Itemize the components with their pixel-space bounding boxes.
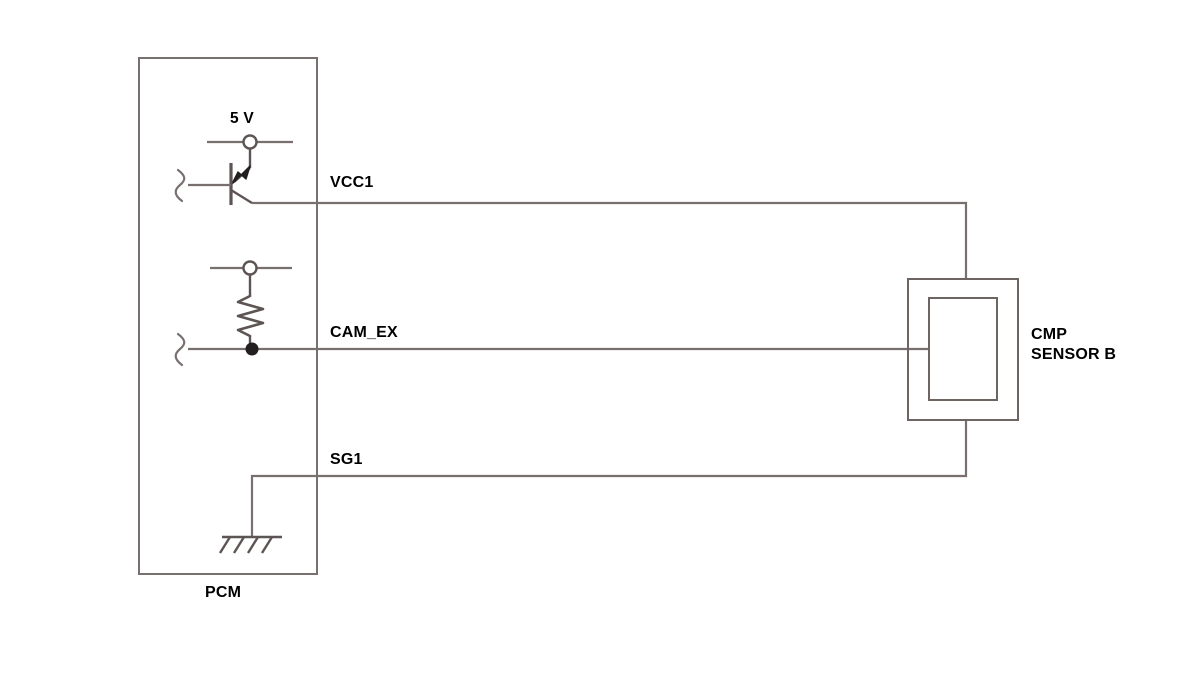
cmp-sensor-label: CMP SENSOR B: [1031, 325, 1116, 364]
net-label-vcc1: VCC1: [330, 174, 374, 191]
ground-hatch-2: [232, 536, 246, 554]
transistor-arrow-icon: [231, 165, 251, 185]
pcm-module-label: PCM: [205, 584, 242, 601]
transistor-collector-diagonal: [230, 188, 253, 205]
net-vcc1-wire: [252, 201, 968, 279]
pcm-module-box: [138, 57, 318, 575]
net-label-sg1: SG1: [330, 451, 363, 468]
cmp-sensor-inner-box: [928, 297, 998, 401]
cmp-sensor-label-line2: SENSOR B: [1031, 345, 1117, 363]
junction-dot-camex: [245, 342, 259, 356]
resistor-body-icon: [236, 294, 265, 338]
wire-break-base-icon: [174, 168, 186, 203]
ground-hatch-1: [218, 536, 232, 554]
net-label-cam-ex: CAM_EX: [330, 324, 398, 341]
ground-hatch-4: [260, 536, 274, 554]
wire-break-camex-icon: [174, 332, 186, 367]
supply-5v-label: 5 V: [230, 110, 254, 127]
ground-hatch-3: [246, 536, 260, 554]
cmp-sensor-outer-box: [907, 278, 1019, 421]
cmp-sensor-label-line1: CMP: [1031, 326, 1068, 343]
supply-5v-node-icon: [242, 134, 258, 150]
resistor-node-icon: [242, 260, 258, 276]
net-sg1-wire: [250, 420, 968, 536]
